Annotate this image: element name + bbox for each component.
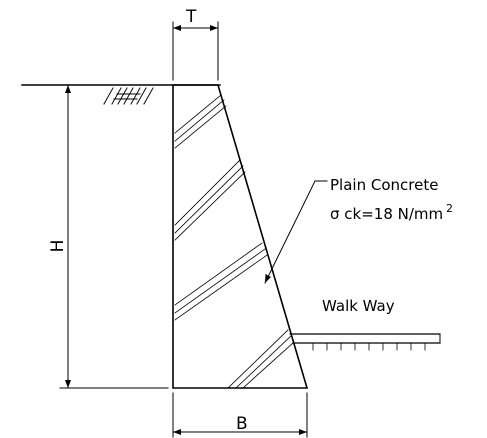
soil-hatching [103,87,154,105]
base-width-label: B [236,414,248,434]
arrow-head [65,380,71,388]
material-leader [264,180,328,284]
concrete-texture [174,94,294,389]
top-width-label: T [185,7,197,27]
top-width-dimension [172,21,219,81]
wall-outline [172,84,309,389]
base-width-dimension [172,392,308,438]
height-label: H [48,240,68,253]
material-strength-superscript: 2 [446,202,453,215]
arrow-head [210,25,218,31]
arrow-head [265,274,271,283]
arrow-head [65,85,71,93]
height-dimension [59,84,169,389]
arrow-head [173,25,181,31]
walkway-label: Walk Way [322,297,395,315]
material-name-label: Plain Concrete [330,176,438,194]
arrow-head [299,429,307,435]
walkway-slab [289,333,441,351]
arrow-head [173,429,181,435]
material-strength-label: σ ck=18 N/mm [330,205,443,223]
